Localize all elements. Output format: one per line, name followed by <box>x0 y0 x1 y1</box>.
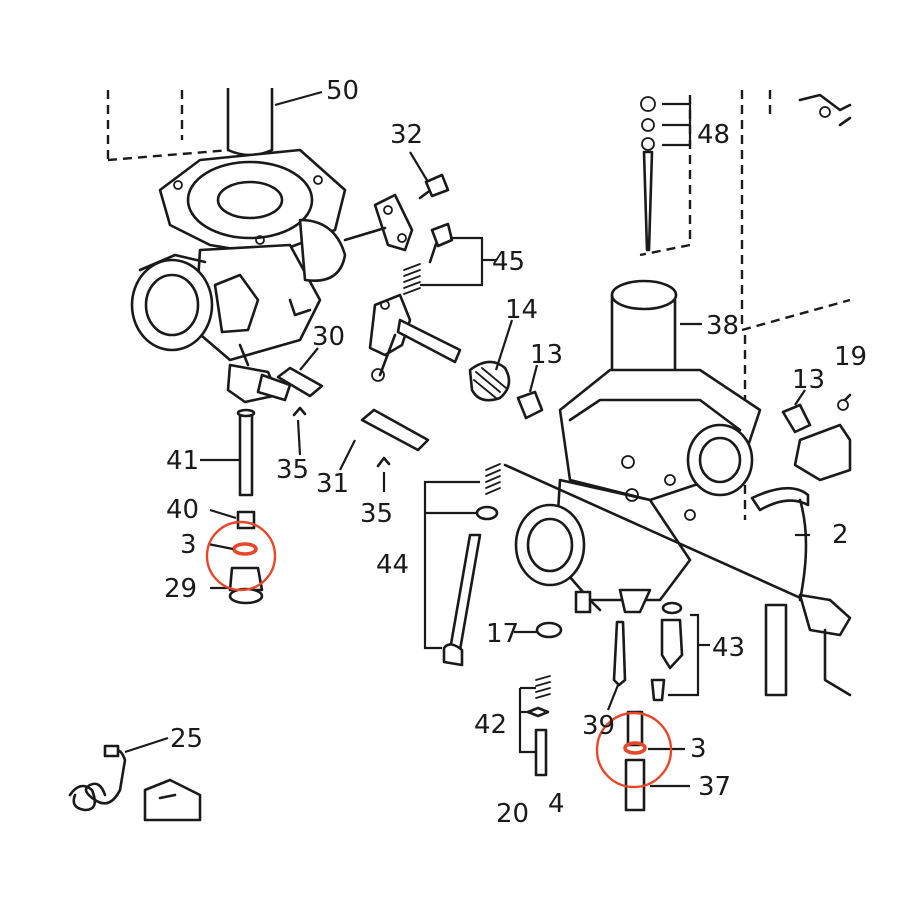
part-13-right <box>781 403 812 434</box>
part-43-float-valve <box>650 601 684 702</box>
label-2: 2 <box>832 520 849 550</box>
part-25-spring <box>68 744 127 812</box>
label-35-left: 35 <box>276 455 309 485</box>
part-44-screw <box>442 463 501 667</box>
part-45-screw-spring <box>403 222 454 295</box>
label-39: 39 <box>582 711 615 741</box>
part-30-tube <box>276 366 324 398</box>
label-50: 50 <box>326 76 359 106</box>
label-31: 31 <box>316 469 349 499</box>
part-42-pilot-screw <box>526 675 551 777</box>
label-42: 42 <box>474 710 507 740</box>
part-40-jet <box>236 510 256 530</box>
label-3-right: 3 <box>690 734 707 764</box>
part-37-main-jet <box>623 710 647 812</box>
left-carburetor <box>130 88 347 404</box>
highlight-circle-left <box>205 520 277 592</box>
label-43: 43 <box>712 633 745 663</box>
part-48-jet-needle <box>640 96 656 252</box>
right-carburetor <box>514 279 762 614</box>
part-32-screw <box>418 173 450 200</box>
part-3-oring-left <box>232 542 258 556</box>
highlight-circle-right <box>595 711 673 789</box>
label-19: 19 <box>834 342 867 372</box>
label-17: 17 <box>486 619 519 649</box>
label-30: 30 <box>312 322 345 352</box>
part-2-hose <box>750 486 810 697</box>
label-4: 4 <box>548 789 565 819</box>
label-32: 32 <box>390 120 423 150</box>
part-35-clip-b <box>376 456 391 468</box>
part-39-needle-jet <box>612 620 627 687</box>
float-bowl-corner <box>143 778 202 822</box>
label-13-right: 13 <box>792 365 825 395</box>
label-41: 41 <box>166 446 199 476</box>
part-labels: 50 32 48 45 14 13 38 13 19 30 41 35 31 3… <box>164 76 867 829</box>
throttle-shaft-lever <box>368 293 544 420</box>
part-41-jet <box>236 408 256 497</box>
label-44: 44 <box>376 550 409 580</box>
label-29: 29 <box>164 574 197 604</box>
part-17-plug <box>535 621 563 639</box>
pilot-rod <box>503 463 852 697</box>
label-35-right: 35 <box>360 499 393 529</box>
label-13-left: 13 <box>530 340 563 370</box>
label-48: 48 <box>697 120 730 150</box>
label-37: 37 <box>698 772 731 802</box>
right-top-parts <box>798 93 852 127</box>
leader-lines <box>124 90 810 788</box>
part-29-plug <box>228 566 264 605</box>
right-bracket <box>793 393 852 482</box>
label-3-left: 3 <box>180 530 197 560</box>
linkage-plate <box>343 193 414 252</box>
part-31-tube <box>360 408 430 452</box>
label-25: 25 <box>170 724 203 754</box>
label-38: 38 <box>706 311 739 341</box>
label-45: 45 <box>492 247 525 277</box>
highlight-circles <box>205 520 673 789</box>
label-14: 14 <box>505 295 538 325</box>
label-40: 40 <box>166 495 199 525</box>
label-20: 20 <box>496 799 529 829</box>
part-35-clip-a <box>292 406 307 417</box>
